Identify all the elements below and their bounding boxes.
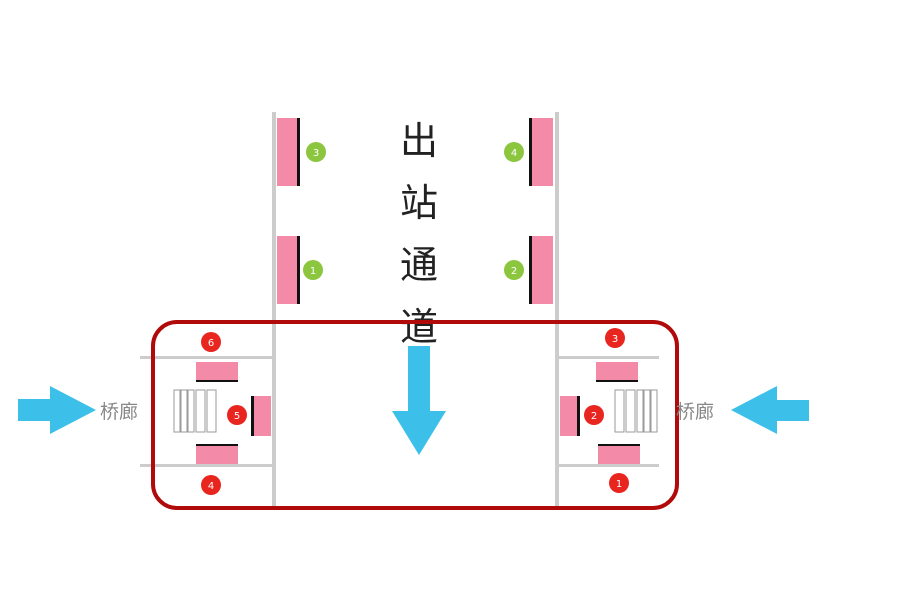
badge-corridor-right-upper: 4	[504, 142, 524, 162]
west-gate-top	[196, 362, 238, 382]
east-stairs	[614, 389, 658, 433]
badge-west-top: 6	[201, 332, 221, 352]
badge-east-middle: 2	[584, 405, 604, 425]
svg-text:1: 1	[616, 479, 622, 490]
west-gate-bottom	[196, 444, 238, 464]
svg-text:4: 4	[511, 148, 517, 159]
left-entry-arrow-icon	[18, 386, 96, 434]
svg-text:6: 6	[208, 338, 214, 349]
corridor-gate-right-upper	[529, 118, 553, 186]
corridor-right-wall	[555, 112, 559, 507]
title-char-2: 站	[400, 181, 438, 225]
corridor-gate-left-lower	[277, 236, 300, 304]
svg-text:1: 1	[310, 266, 316, 277]
badge-corridor-right-lower: 2	[504, 260, 524, 280]
left-bridge-label: 桥廊	[100, 401, 138, 423]
right-entry-arrow-icon	[731, 386, 809, 434]
corridor-gate-left-upper	[277, 118, 300, 186]
west-stairs	[173, 389, 217, 433]
svg-text:2: 2	[591, 411, 597, 422]
east-gate-bottom	[598, 444, 640, 464]
svg-text:3: 3	[313, 148, 319, 159]
east-passage-bottom-wall	[557, 464, 659, 467]
badge-corridor-left-upper: 3	[306, 142, 326, 162]
east-gate-top	[596, 362, 638, 382]
west-passage-bottom-wall	[140, 464, 274, 467]
svg-text:2: 2	[511, 266, 517, 277]
corridor-gate-right-lower	[529, 236, 553, 304]
badge-corridor-left-lower: 1	[303, 260, 323, 280]
badge-east-bottom: 1	[609, 473, 629, 493]
badge-east-top: 3	[605, 328, 625, 348]
svg-text:5: 5	[234, 411, 240, 422]
west-passage-top-wall	[140, 356, 274, 359]
west-gate-middle	[251, 396, 271, 436]
title-char-1: 出	[400, 119, 438, 163]
title-char-3: 通	[400, 243, 438, 287]
right-bridge-label: 桥廊	[676, 401, 714, 423]
badge-west-bottom: 4	[201, 475, 221, 495]
corridor-left-wall	[272, 112, 276, 507]
east-passage-top-wall	[557, 356, 659, 359]
svg-text:4: 4	[208, 481, 214, 492]
svg-text:3: 3	[612, 334, 618, 345]
exit-direction-arrow-icon	[392, 346, 446, 455]
corridor-title: 出 站 通 道	[400, 119, 438, 349]
badge-west-middle: 5	[227, 405, 247, 425]
highlight-frame	[151, 320, 679, 510]
east-gate-middle	[560, 396, 580, 436]
title-char-4: 道	[400, 305, 438, 349]
